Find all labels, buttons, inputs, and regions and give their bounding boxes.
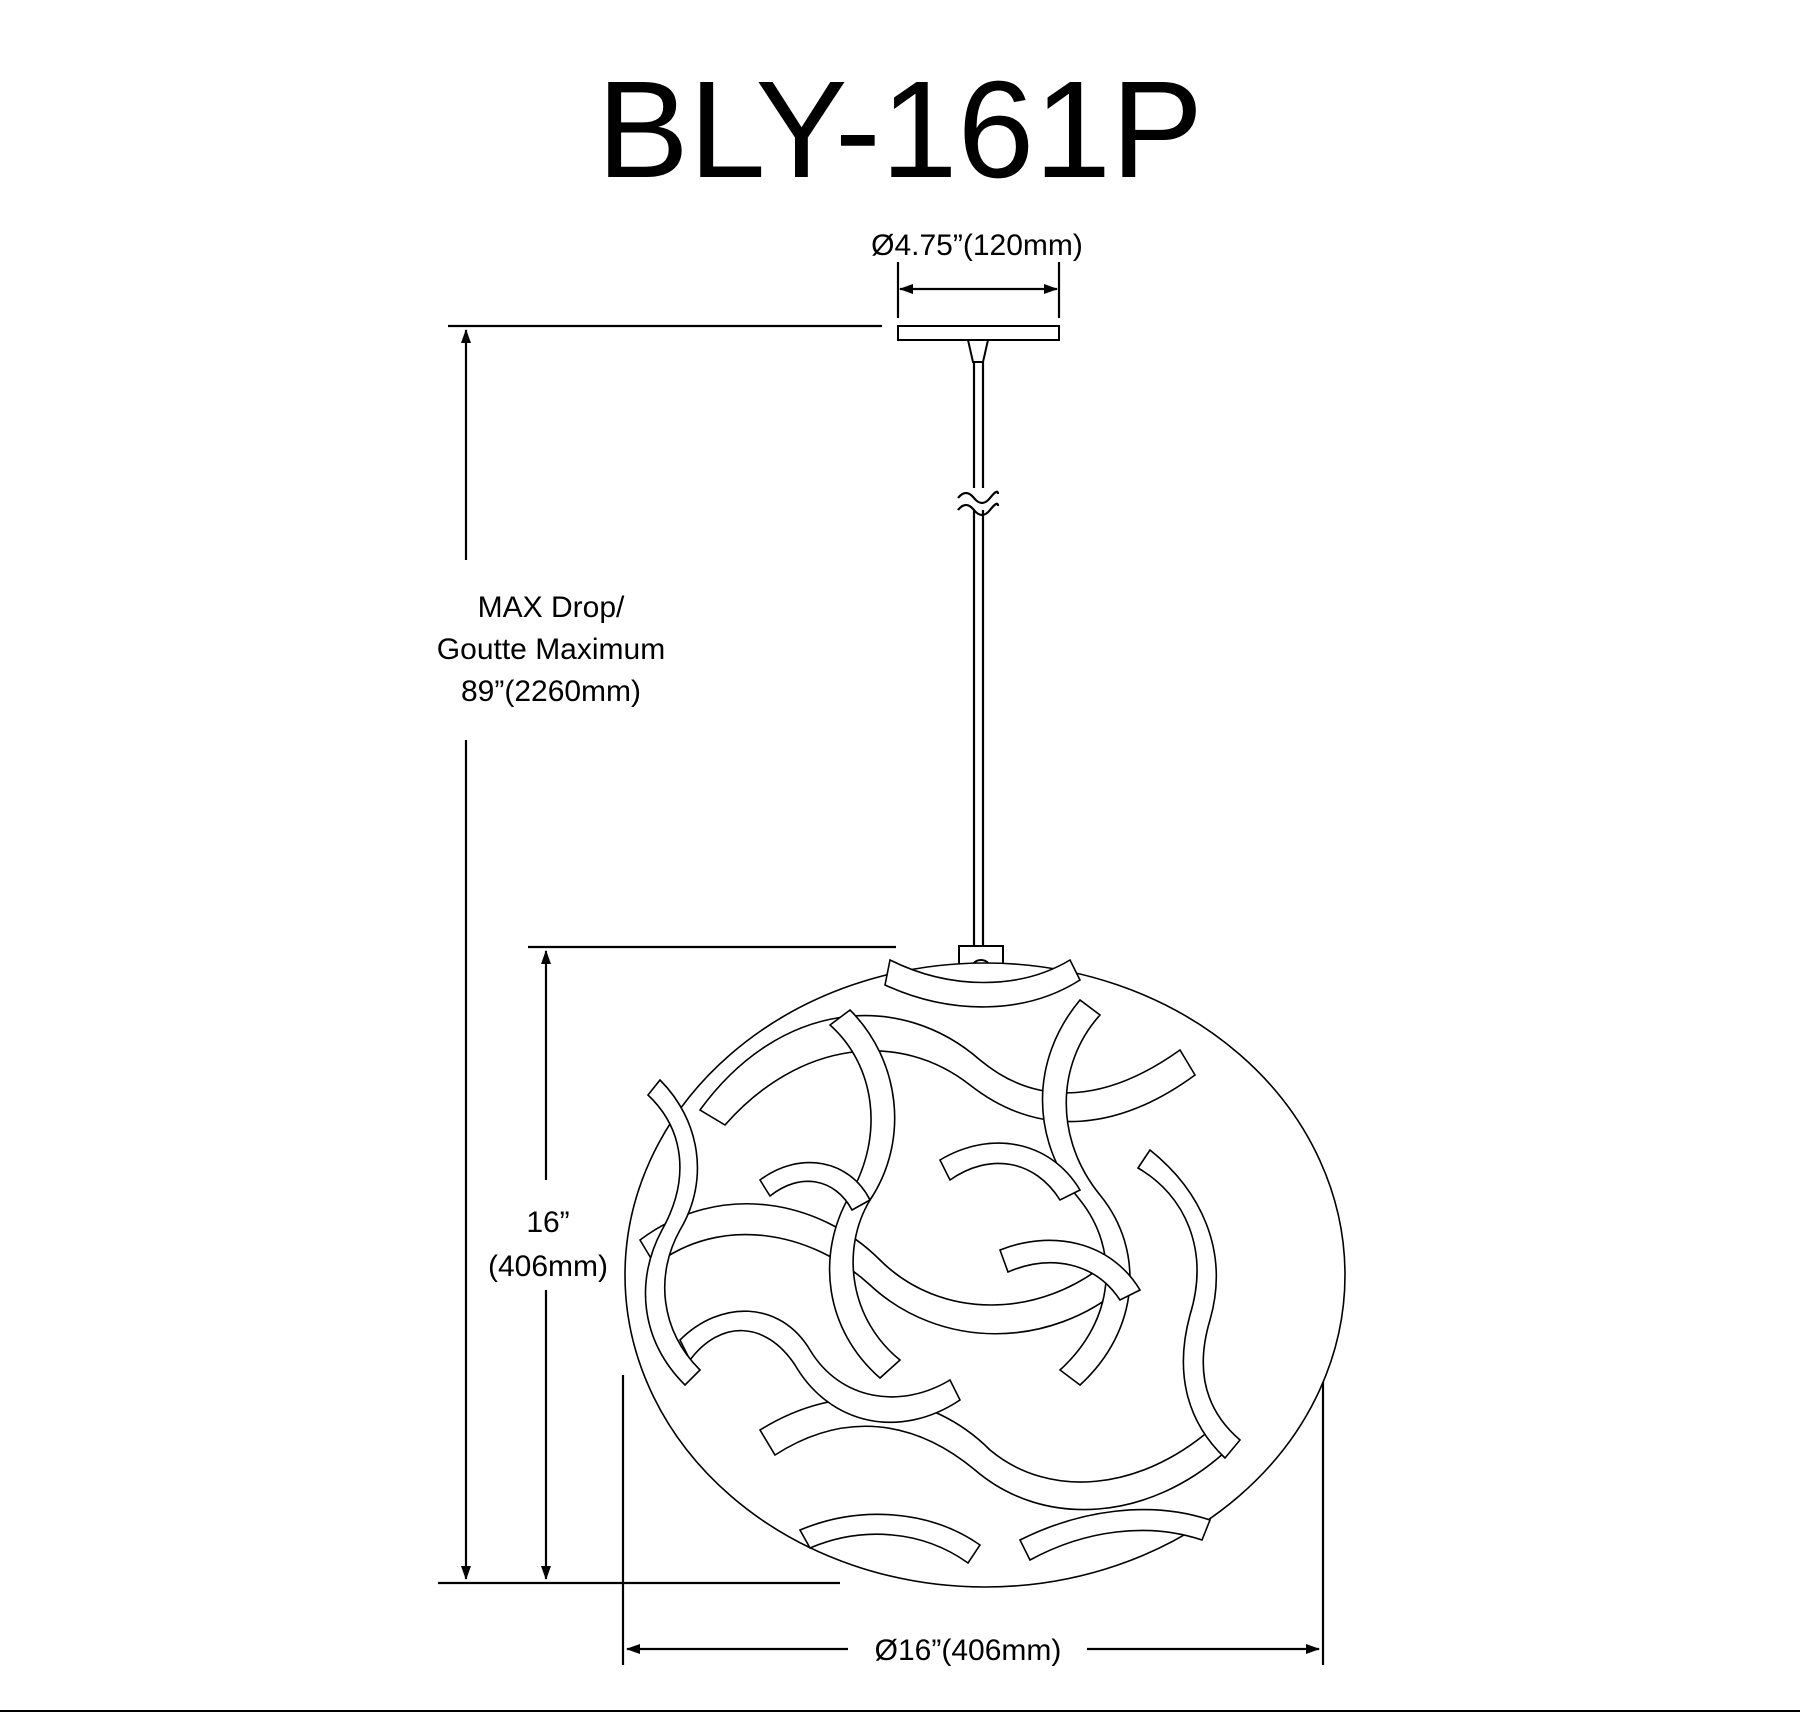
fixture-stem [957, 362, 1004, 999]
max-drop-label-line1: MAX Drop/ [478, 591, 625, 624]
ribbon-strands [638, 958, 1242, 1565]
width-dimension: Ø16”(406mm) [621, 1368, 1325, 1667]
height-label-line2: (406mm) [488, 1250, 608, 1283]
canopy-diameter-label: Ø4.75”(120mm) [871, 229, 1083, 262]
fixture-canopy [897, 325, 1060, 363]
max-drop-label-line3: 89”(2260mm) [461, 675, 641, 708]
model-title: BLY-161P [597, 53, 1203, 207]
ribbon-shade [624, 958, 1346, 1588]
max-drop-label-line2: Goutte Maximum [437, 633, 665, 666]
height-dimension: 16” (406mm) [488, 945, 896, 1580]
width-diameter-label: Ø16”(406mm) [875, 1634, 1062, 1667]
canopy-width-dimension: Ø4.75”(120mm) [871, 229, 1083, 318]
max-drop-dimension: MAX Drop/ Goutte Maximum 89”(2260mm) [437, 324, 882, 1585]
height-label-line1: 16” [526, 1206, 569, 1239]
